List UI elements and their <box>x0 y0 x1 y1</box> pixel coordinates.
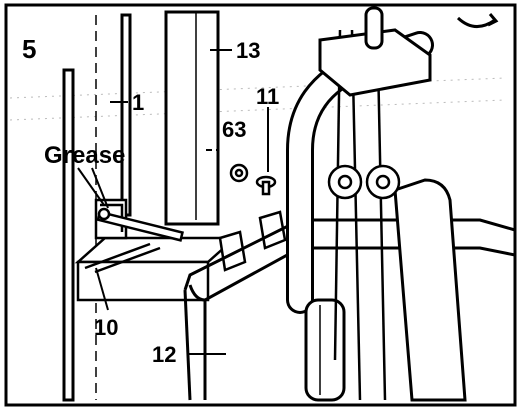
step-number: 5 <box>22 34 36 64</box>
label-part-63: 63 <box>222 117 246 142</box>
upright-tube-13 <box>164 10 220 226</box>
bolt-11 <box>255 175 277 196</box>
greased-rod <box>96 207 184 242</box>
back-pad <box>393 178 467 402</box>
washer-63 <box>229 163 249 183</box>
label-part-10: 10 <box>94 315 118 340</box>
label-part-11: 11 <box>256 84 279 109</box>
label-part-12: 12 <box>152 342 176 367</box>
top-bracket <box>318 6 499 97</box>
label-part-13: 13 <box>236 38 260 63</box>
leader-lines <box>77 49 269 355</box>
lower-shaft <box>304 298 346 402</box>
label-grease: Grease <box>44 142 125 169</box>
label-part-1: 1 <box>132 90 144 115</box>
